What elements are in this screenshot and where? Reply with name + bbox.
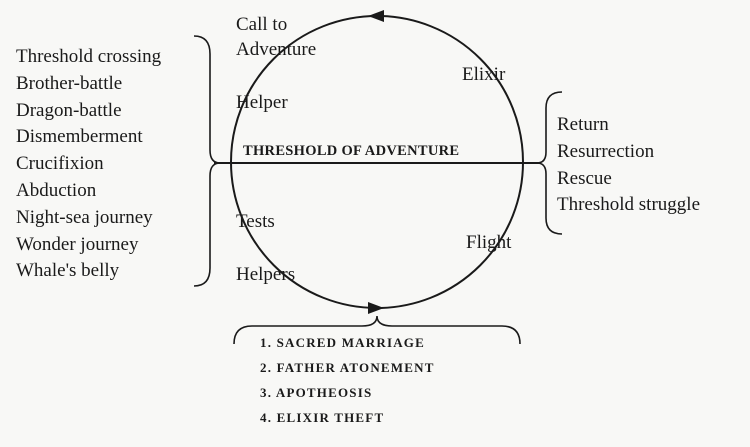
list-item: Wonder journey xyxy=(16,233,139,255)
right-brace xyxy=(536,91,563,235)
label-helper: Helper xyxy=(236,92,288,113)
list-item: 2. FATHER ATONEMENT xyxy=(260,360,435,375)
list-item: Rescue xyxy=(557,167,612,189)
list-item: Dismemberment xyxy=(16,126,143,148)
list-item: Return xyxy=(557,114,609,135)
label-flight: Flight xyxy=(466,232,512,253)
bottom-brace xyxy=(233,315,521,345)
label-elixir: Elixir xyxy=(462,64,506,85)
list-item: Crucifixion xyxy=(16,153,104,175)
list-item: 3. APOTHEOSIS xyxy=(260,385,373,400)
list-item: Night-sea journey xyxy=(16,206,153,228)
list-item: Threshold struggle xyxy=(557,194,701,216)
label-tests: Tests xyxy=(236,211,275,232)
list-item: Threshold crossing xyxy=(16,46,162,67)
list-item: 1. SACRED MARRIAGE xyxy=(260,335,425,350)
left-brace xyxy=(193,35,221,287)
threshold-label: THRESHOLD OF ADVENTURE xyxy=(243,143,460,159)
label-call-to: Call to xyxy=(236,14,288,35)
bottom-arrow-icon xyxy=(368,302,384,314)
list-item: Resurrection xyxy=(557,140,655,162)
list-item: Whale's belly xyxy=(16,260,120,282)
right-list: Return Resurrection Rescue Threshold str… xyxy=(557,112,700,219)
left-list: Threshold crossing Brother-battle Dragon… xyxy=(16,44,161,285)
list-item: Abduction xyxy=(16,179,97,201)
label-helpers: Helpers xyxy=(236,264,296,285)
list-item: Brother-battle xyxy=(16,72,123,94)
top-arrow-icon xyxy=(368,10,384,22)
list-item: Dragon-battle xyxy=(16,99,122,121)
label-adventure: Adventure xyxy=(236,39,317,60)
list-item: 4. ELIXIR THEFT xyxy=(260,410,385,425)
bottom-list: 1. SACRED MARRIAGE 2. FATHER ATONEMENT 3… xyxy=(260,330,435,430)
